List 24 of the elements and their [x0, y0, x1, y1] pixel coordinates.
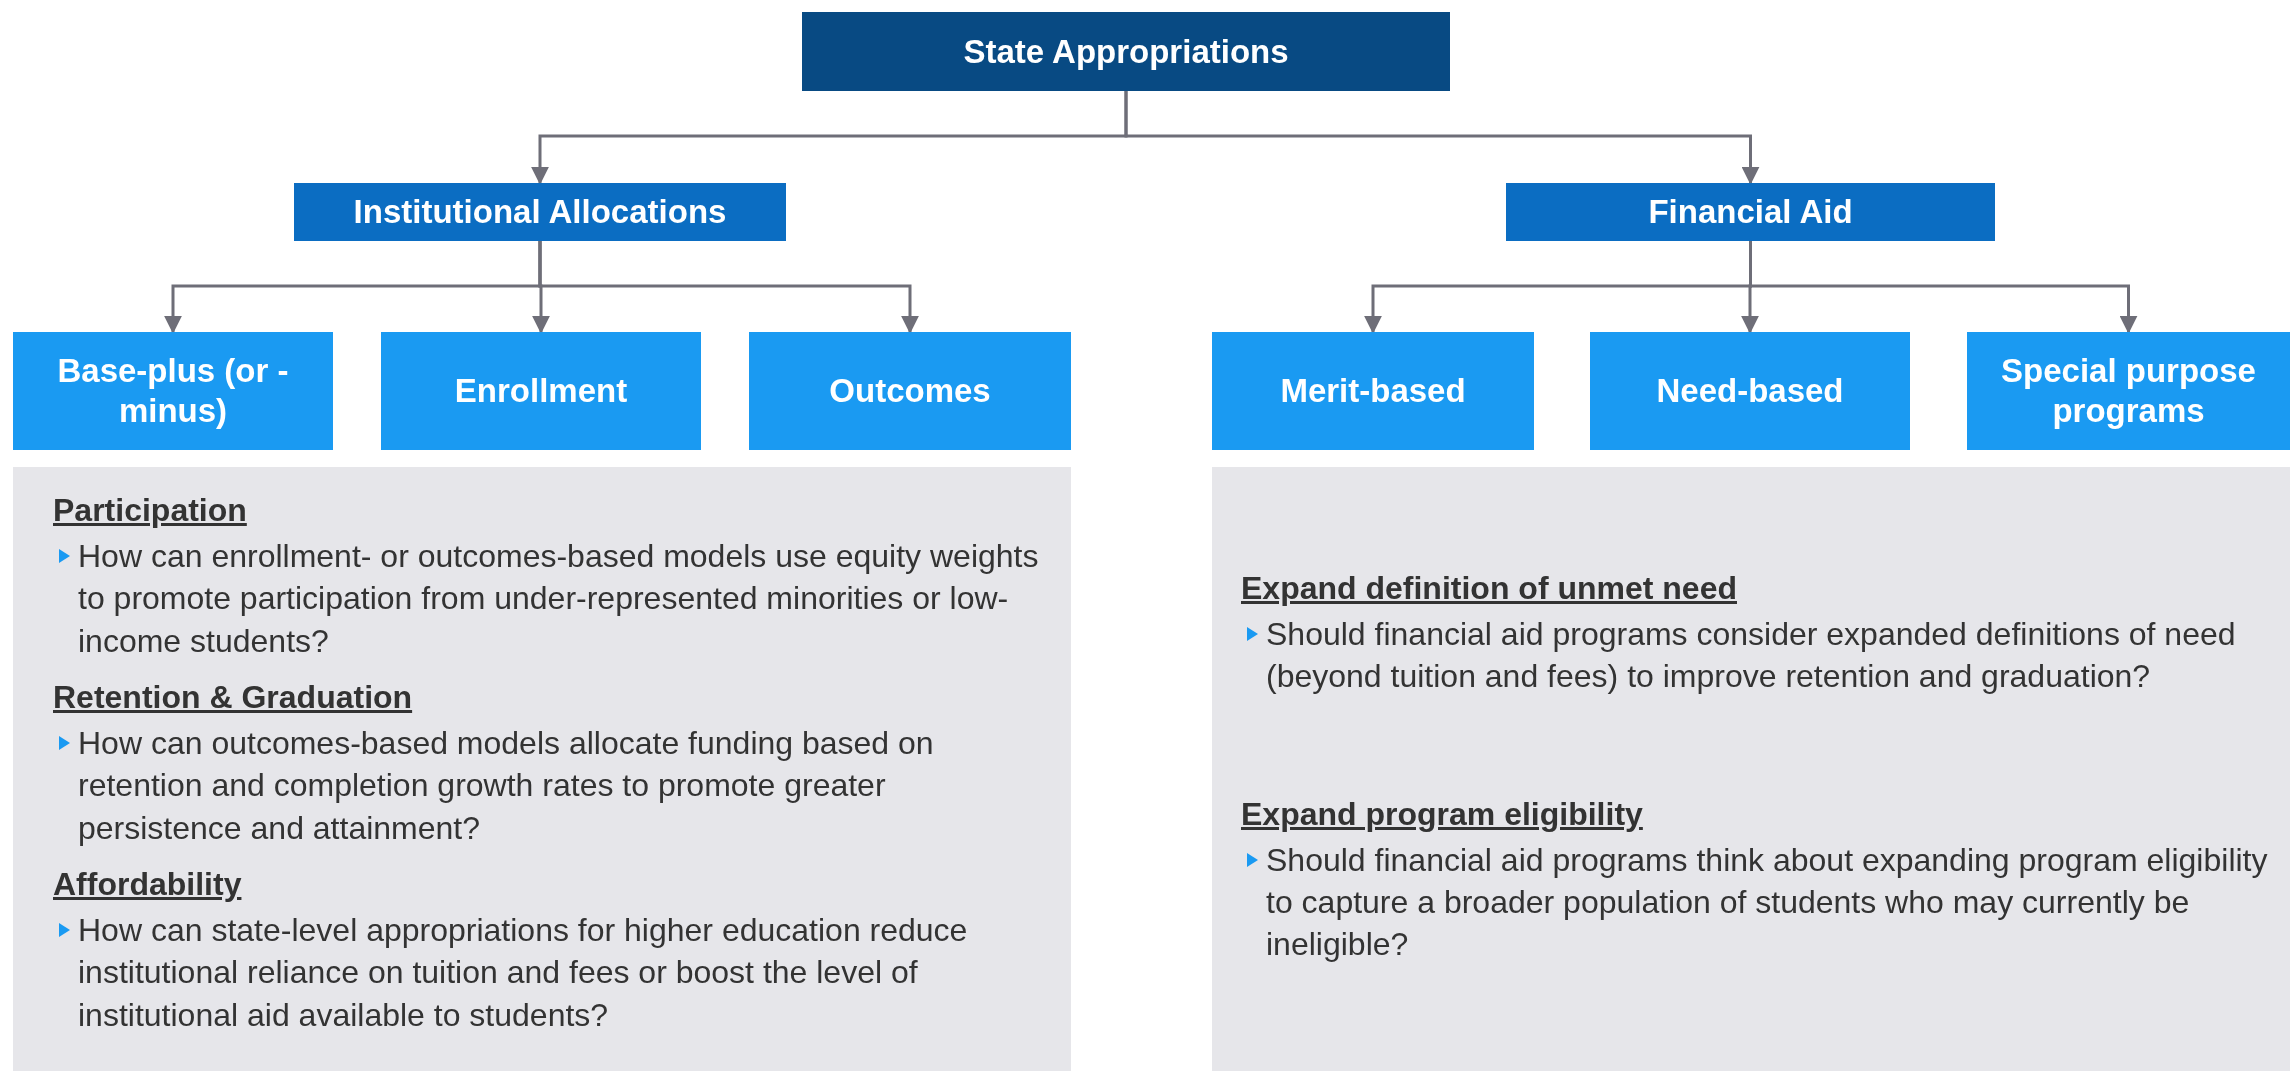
question-text: How can enrollment- or outcomes-based models use equity weights to promote participation from under-represented minorities or low-income students? — [78, 537, 1040, 661]
question-text: Should financial aid programs think about expanding program eligibility to capture a broader population of students who may currently be ineligible? — [1266, 840, 2269, 965]
category-box: Financial Aid — [1506, 183, 1995, 241]
section-heading: Expand program eligibility — [1241, 794, 1643, 834]
connector-arrow — [1749, 241, 2138, 334]
question-panel — [13, 467, 1071, 1071]
connector-arrow — [1124, 91, 1760, 185]
subcategory-box: Outcomes — [749, 332, 1071, 450]
subcategory-box: Merit-based — [1212, 332, 1534, 450]
section-heading: Retention & Graduation — [53, 677, 413, 717]
question-panel — [1212, 467, 2290, 1071]
subcategory-box: Base-plus (or -minus) — [13, 332, 333, 450]
connector-arrow — [538, 241, 919, 334]
section-heading: Participation — [53, 491, 247, 530]
section-heading: Expand definition of unmet need — [1241, 569, 1737, 608]
subcategory-box: Enrollment — [381, 332, 701, 450]
category-box: Institutional Allocations — [294, 183, 786, 241]
question-text: Should financial aid programs consider expanded definitions of need (beyond tuition and fees) to improve retention and graduation? — [1266, 615, 2237, 697]
question-text: How can state-level appropriations for higher education reduce institutional reliance on tuition and fees or boost the level of institutional aid available to students? — [78, 911, 969, 1035]
subcategory-box: Special purpose programs — [1967, 332, 2290, 450]
subcategory-box: Need-based — [1590, 332, 1910, 450]
section-heading: Affordability — [53, 864, 242, 904]
root-box: State Appropriations — [802, 12, 1450, 91]
question-text: How can outcomes-based models allocate funding based on retention and completion growth rates to promote greater persistence and attainment? — [78, 724, 935, 848]
